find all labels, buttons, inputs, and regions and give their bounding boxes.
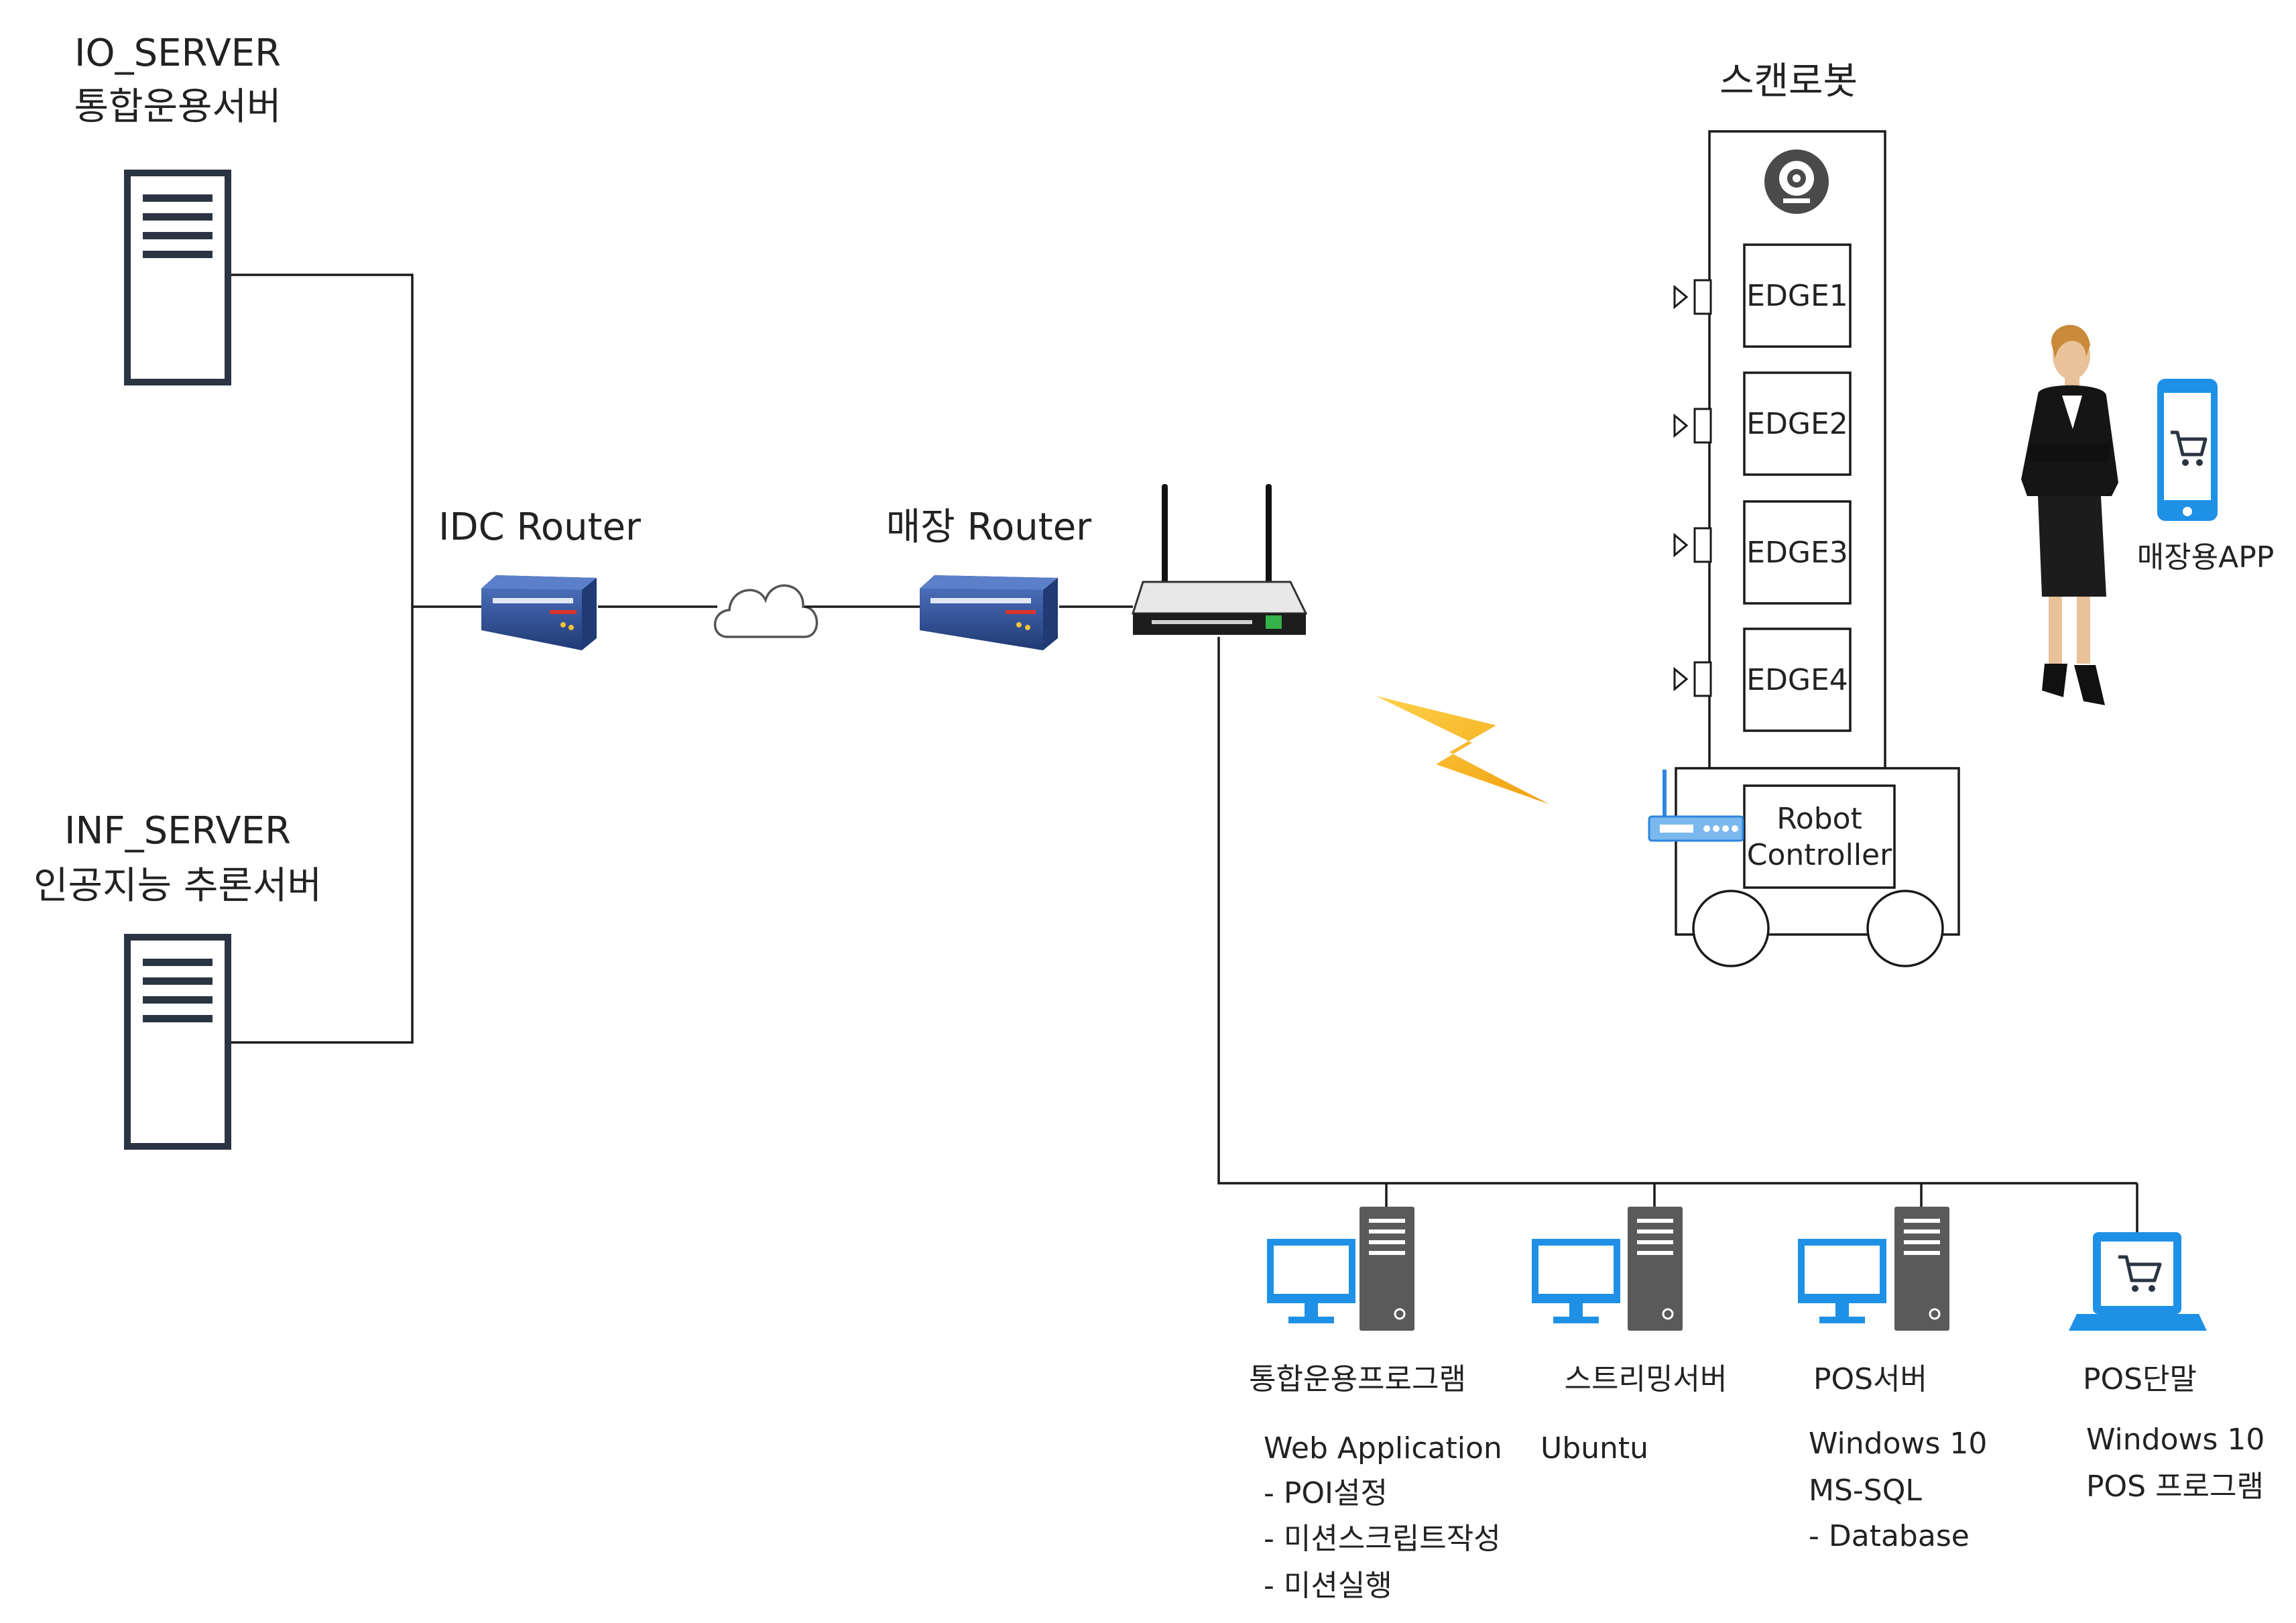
io-server-name: IO_SERVER bbox=[74, 32, 281, 75]
controller-label-line1: Robot bbox=[1776, 802, 1862, 836]
desktop-computer-icon bbox=[1267, 1239, 1355, 1323]
store-app: 매장용APP bbox=[2137, 379, 2275, 575]
client-streaming-server: 스트리밍서버 Ubuntu bbox=[1532, 1207, 1727, 1465]
edge-module-4: EDGE4 bbox=[1743, 627, 1852, 732]
robot-wheel bbox=[1692, 890, 1770, 967]
client-pos-server: POS서버 Windows 10 MS-SQL - Database bbox=[1798, 1207, 1987, 1553]
client-title: 스트리밍서버 bbox=[1565, 1362, 1728, 1396]
client-detail: - POI설정 bbox=[1264, 1476, 1388, 1510]
client-title: 통합운용프로그램 bbox=[1249, 1362, 1466, 1396]
store-router-label: 매장 Router bbox=[886, 505, 1092, 549]
io-server: IO_SERVER 통합운용서버 bbox=[74, 32, 282, 385]
client-detail: Windows 10 bbox=[1809, 1427, 1987, 1461]
edge-label: EDGE1 bbox=[1746, 279, 1848, 313]
store-router: 매장 Router bbox=[886, 505, 1092, 650]
server-links bbox=[231, 274, 481, 1044]
router-icon bbox=[481, 575, 597, 650]
client-detail: MS-SQL bbox=[1809, 1474, 1922, 1508]
inf-server-name: INF_SERVER bbox=[64, 809, 291, 853]
client-title: POS단말 bbox=[2083, 1362, 2197, 1396]
camera-icon bbox=[1764, 149, 1829, 214]
idc-router: IDC Router bbox=[438, 505, 642, 650]
edge-module-1: EDGE1 bbox=[1743, 243, 1852, 348]
server-tower-icon bbox=[1628, 1207, 1683, 1331]
controller-label-line2: Controller bbox=[1747, 838, 1892, 872]
edge-module-2: EDGE2 bbox=[1743, 371, 1852, 476]
edge-label: EDGE4 bbox=[1746, 663, 1848, 697]
edge-label: EDGE3 bbox=[1746, 536, 1848, 570]
smartphone-cart-icon bbox=[2157, 379, 2218, 521]
robot-wheel bbox=[1866, 890, 1944, 967]
laptop-cart-icon bbox=[2069, 1232, 2207, 1331]
client-detail: - 미션실행 bbox=[1264, 1569, 1392, 1603]
server-tower-icon bbox=[1360, 1207, 1414, 1331]
side-camera-icons bbox=[1673, 279, 1712, 697]
store-staff-figure bbox=[2021, 324, 2118, 705]
inf-server: INF_SERVER 인공지능 추론서버 bbox=[34, 809, 322, 1150]
client-title: POS서버 bbox=[1813, 1362, 1927, 1396]
client-bus bbox=[1217, 637, 2138, 1232]
io-server-desc: 통합운용서버 bbox=[74, 85, 281, 129]
wireless-ap-icon bbox=[1131, 484, 1308, 635]
wireless-signal-icon bbox=[1376, 696, 1550, 804]
desktop-computer-icon bbox=[1798, 1239, 1886, 1323]
router-icon bbox=[920, 575, 1058, 650]
client-detail: - Database bbox=[1809, 1519, 1970, 1553]
scan-robot: 스캔로봇 EDGE1 EDGE2 EDGE3 EDGE4 bbox=[1648, 60, 1960, 967]
server-tower-icon bbox=[124, 170, 231, 385]
edge-label: EDGE2 bbox=[1746, 407, 1848, 441]
client-detail: POS 프로그램 bbox=[2086, 1469, 2264, 1504]
edge-module-3: EDGE3 bbox=[1743, 500, 1852, 605]
server-tower-icon bbox=[1894, 1207, 1949, 1331]
client-detail: Ubuntu bbox=[1540, 1431, 1648, 1465]
store-app-label: 매장용APP bbox=[2137, 540, 2275, 575]
inf-server-desc: 인공지능 추론서버 bbox=[34, 864, 322, 908]
client-detail: - 미션스크립트작성 bbox=[1264, 1522, 1501, 1556]
robot-wifi-icon bbox=[1648, 770, 1744, 842]
client-detail: Web Application bbox=[1264, 1431, 1502, 1465]
robot-controller: Robot Controller bbox=[1743, 784, 1896, 889]
client-ops-program: 통합운용프로그램 Web Application - POI설정 - 미션스크립… bbox=[1249, 1207, 1502, 1603]
idc-router-label: IDC Router bbox=[438, 505, 642, 549]
server-tower-icon bbox=[124, 934, 231, 1150]
desktop-computer-icon bbox=[1532, 1239, 1620, 1323]
client-pos-terminal: POS단말 Windows 10 POS 프로그램 bbox=[2069, 1232, 2264, 1504]
client-detail: Windows 10 bbox=[2086, 1423, 2264, 1457]
cloud-icon bbox=[713, 584, 819, 638]
robot-title: 스캔로봇 bbox=[1719, 60, 1858, 103]
